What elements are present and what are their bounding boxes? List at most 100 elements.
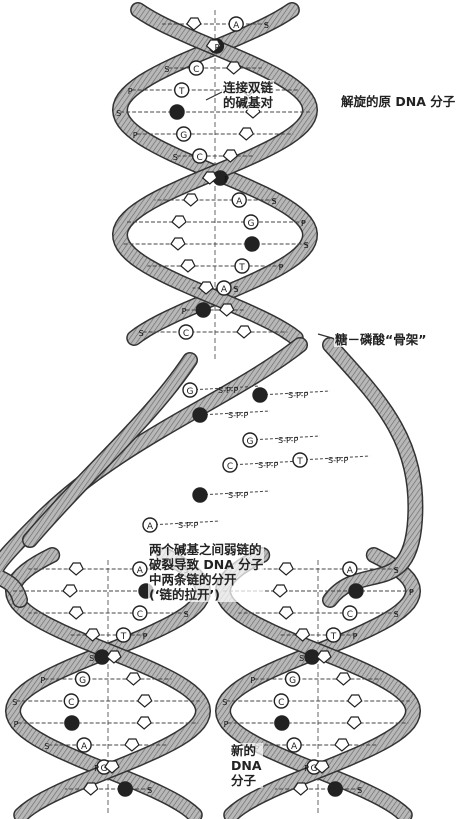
base-letter: G [180, 131, 187, 141]
base-letter: A [81, 742, 88, 752]
sugar-letter: S [304, 241, 309, 250]
free-base-glyph [192, 407, 208, 423]
base-glyph [327, 781, 343, 797]
free-nucleotide-link [259, 390, 331, 396]
base-pentagon [292, 782, 309, 796]
sugar-letter: S [147, 786, 152, 795]
base-pentagon [84, 628, 101, 642]
base-glyph [178, 324, 194, 340]
base-pentagon [198, 281, 214, 295]
base-glyph [63, 693, 79, 709]
base-glyph [191, 148, 208, 164]
base-letter: A [137, 566, 144, 576]
base-pentagon [335, 672, 352, 686]
sugar-letter: P [224, 720, 229, 729]
base-letter: G [311, 764, 318, 774]
strand-separation-line-2: 破裂导致 DNA 分子 [149, 557, 264, 572]
base-glyph [76, 737, 92, 753]
base-pentagon [171, 215, 187, 229]
base-pentagon [104, 760, 120, 774]
sugar-letter: S [299, 654, 304, 663]
base-glyph [132, 561, 148, 577]
base-letter: T [238, 263, 245, 273]
base-glyph [195, 302, 211, 318]
base-glyph [286, 737, 302, 753]
sugar-letter: P [304, 764, 309, 773]
free-base-glyph [252, 387, 268, 403]
sugar-letter: P [14, 720, 19, 729]
sugar-letter: S [394, 566, 399, 575]
base-letter: T [120, 632, 127, 642]
sugar-letter: S [139, 329, 144, 338]
base-pentagon [346, 694, 363, 708]
new-dna-label-line-3: 分子 [231, 773, 257, 788]
base-glyph [348, 583, 364, 599]
base-pentagon [170, 237, 186, 251]
sugar-letter: P [128, 87, 133, 96]
base-pentagon [62, 584, 78, 598]
free-nucleotide-link [199, 410, 271, 416]
strand-separation-line-3: 中两条链的分开 [149, 572, 237, 587]
base-pentagon [182, 193, 199, 207]
base-glyph [273, 693, 289, 709]
base-glyph [115, 627, 132, 643]
base-letter: G [101, 764, 108, 774]
base-pair-rungs [13, 23, 413, 790]
sugar-letter: P [301, 219, 306, 228]
base-letter: C [347, 610, 353, 620]
base-glyph [234, 258, 250, 274]
free-base-letter: A [147, 522, 154, 532]
base-pentagon [225, 61, 242, 75]
base-letter: T [330, 632, 337, 642]
free-base-letter: C [227, 462, 233, 472]
sugar-letter: S [222, 698, 227, 707]
base-pair-label-line-2: 的碱基对 [223, 95, 274, 110]
base-glyph [284, 671, 301, 687]
parent-dna-label: 解旋的原 DNA 分子 [340, 94, 457, 109]
base-pentagon [186, 17, 202, 31]
base-glyph [117, 781, 133, 797]
base-glyph [132, 605, 148, 621]
free-base-glyph [222, 457, 238, 473]
sugar-letter: S [264, 21, 269, 30]
base-pentagon [236, 325, 252, 339]
sugar-letter: S [44, 742, 49, 751]
base-pentagon [314, 760, 330, 774]
strand-separation-line-1: 两个碱基之间弱链的 [149, 542, 262, 557]
free-base-letter: G [247, 437, 254, 447]
sugar-letter: P [353, 632, 358, 641]
sugar-letter: S [12, 698, 17, 707]
base-letter: A [236, 197, 243, 207]
base-pentagon [68, 606, 84, 620]
base-glyph [274, 715, 290, 731]
sugar-letter: P [40, 676, 45, 685]
base-glyph [325, 627, 342, 643]
new-dna-label: 新的 DNA 分子 [230, 743, 263, 788]
base-glyph [188, 60, 204, 76]
free-base-glyph [242, 432, 258, 448]
base-pentagon [136, 716, 152, 730]
free-base-glyph [292, 452, 308, 468]
base-letter: C [183, 329, 189, 339]
free-nucleotide-link [229, 460, 301, 466]
free-backbone-letter: S-P-P [218, 386, 239, 395]
sugar-letter: S [272, 197, 277, 206]
sugar-letter: S [233, 285, 238, 294]
base-glyph [231, 192, 247, 208]
dna-strands [0, 2, 424, 819]
base-pentagon [278, 562, 294, 576]
sugar-phosphate-backbone-label: 糖－磷酸“骨架” [334, 332, 428, 347]
base-glyph [216, 280, 232, 296]
base-letter: G [247, 219, 254, 229]
base-pentagon [222, 149, 239, 163]
sugar-letter: P [182, 307, 187, 316]
base-pentagon [68, 562, 84, 576]
free-backbone-letter: S-P-P [228, 491, 249, 500]
base-pentagon [294, 628, 311, 642]
base-pentagon [218, 303, 235, 317]
base-pentagon [278, 606, 294, 620]
base-letter: A [233, 21, 240, 31]
sugar-letter: P [279, 263, 284, 272]
free-nucleotide-link [299, 455, 371, 461]
free-nucleotide-link [149, 520, 221, 526]
